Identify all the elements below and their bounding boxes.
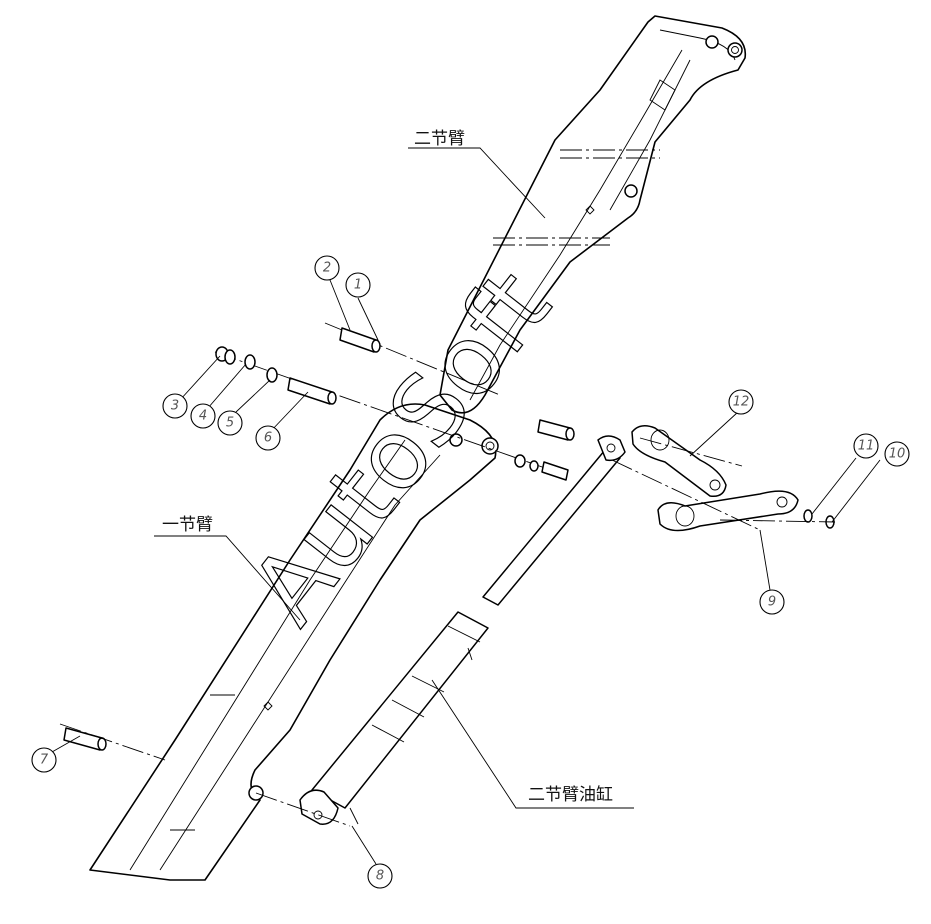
bubble-8: 8 — [367, 863, 393, 889]
label-first-arm: 一节臂 — [162, 515, 213, 535]
svg-text:7: 7 — [40, 753, 49, 768]
label-second-arm-cylinder: 二节臂油缸 — [528, 784, 613, 805]
bubble-10: 10 — [884, 441, 910, 467]
watermark: AutoSoft — [230, 250, 572, 644]
bubble-6: 6 — [255, 425, 281, 451]
svg-text:9: 9 — [768, 595, 776, 610]
part-labels: 二节臂 一节臂 二节臂油缸 — [162, 129, 613, 805]
pin-7 — [63, 727, 103, 751]
svg-text:10: 10 — [889, 447, 906, 462]
bubble-4: 4 — [190, 403, 216, 429]
item-bubbles: 1 2 3 4 5 6 7 8 9 10 11 12 — [31, 255, 910, 889]
svg-text:2: 2 — [323, 261, 331, 276]
svg-text:12: 12 — [733, 395, 750, 410]
link-12 — [631, 425, 727, 498]
bubble-7: 7 — [31, 747, 57, 773]
svg-text:5: 5 — [226, 416, 234, 431]
bubble-3: 3 — [162, 393, 188, 419]
svg-text:4: 4 — [199, 409, 207, 424]
bubble-2: 2 — [314, 255, 340, 281]
washer-11 — [803, 509, 813, 523]
label-second-arm: 二节臂 — [414, 129, 465, 149]
pin-2 — [339, 327, 377, 353]
pin-1 — [371, 339, 381, 353]
pins-and-links — [59, 322, 836, 827]
svg-text:6: 6 — [264, 431, 272, 446]
bubble-11: 11 — [853, 433, 879, 459]
link-9 — [657, 490, 799, 532]
second-arm-cylinder — [299, 435, 626, 825]
leader-lines — [51, 147, 881, 865]
bubble-12: 12 — [728, 389, 754, 415]
bubble-1: 1 — [345, 272, 371, 298]
svg-text:8: 8 — [376, 869, 384, 884]
svg-text:3: 3 — [171, 399, 179, 414]
svg-text:11: 11 — [858, 439, 875, 454]
svg-text:1: 1 — [354, 278, 362, 293]
bubble-5: 5 — [217, 410, 243, 436]
second-arm — [439, 15, 747, 414]
bubble-9: 9 — [759, 589, 785, 615]
